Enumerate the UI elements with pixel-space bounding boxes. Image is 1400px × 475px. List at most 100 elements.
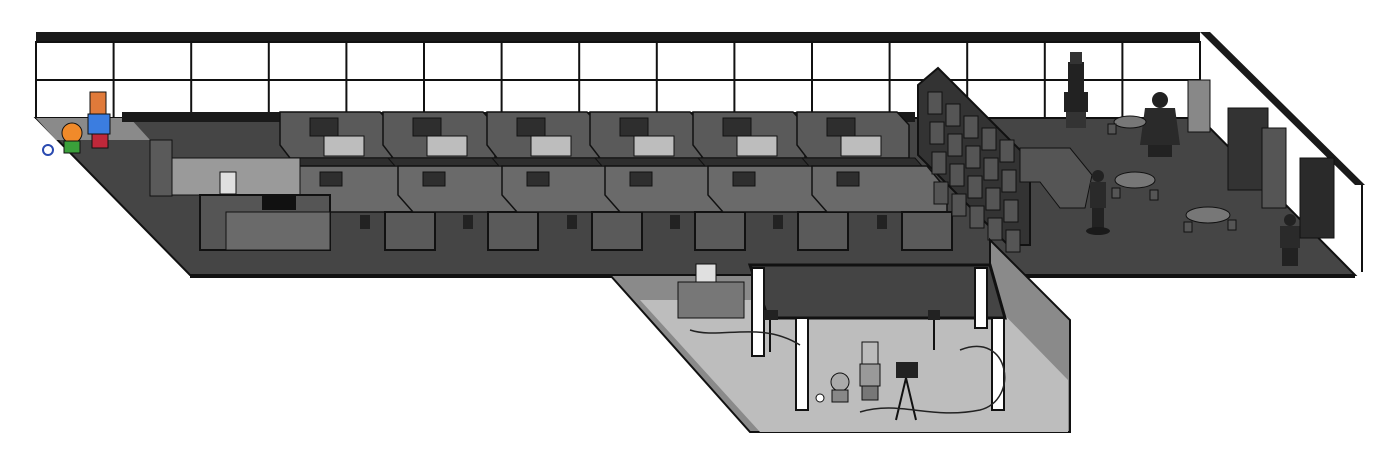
studio-adult bbox=[859, 341, 881, 401]
shelf-cell bbox=[981, 127, 997, 151]
studio-kid bbox=[830, 372, 850, 403]
wall-screen bbox=[1299, 157, 1335, 239]
round-table bbox=[1114, 171, 1156, 189]
chair-icon bbox=[670, 215, 680, 229]
monitor-icon bbox=[412, 117, 442, 137]
desk-front-panel bbox=[694, 211, 746, 251]
vending-machine bbox=[1261, 127, 1287, 209]
chair-icon bbox=[463, 215, 473, 229]
shelf-cell bbox=[945, 103, 961, 127]
soccer-ball-icon bbox=[815, 393, 825, 403]
desk-block bbox=[589, 111, 746, 251]
shelf-cell bbox=[965, 145, 981, 169]
truss-legs bbox=[751, 267, 1005, 411]
cubicle-partition bbox=[149, 139, 173, 197]
shelf-cell bbox=[929, 121, 945, 145]
desk-front-unit bbox=[811, 165, 948, 213]
desk-divider bbox=[490, 157, 614, 167]
monitor-icon bbox=[732, 171, 756, 187]
studio-truss-top bbox=[747, 263, 1007, 320]
chair-icon bbox=[1107, 123, 1237, 233]
right-end-wall bbox=[1200, 32, 1365, 185]
desk-surface bbox=[633, 135, 675, 157]
arcade-corner bbox=[1187, 79, 1335, 239]
shelf-cell bbox=[1001, 169, 1017, 193]
shelf-cell bbox=[985, 187, 1001, 211]
desk-surface bbox=[736, 135, 778, 157]
adult-character bbox=[87, 91, 111, 149]
monitor-icon bbox=[319, 171, 343, 187]
desk-divider bbox=[696, 157, 820, 167]
round-table bbox=[1185, 206, 1231, 224]
shelf-cell bbox=[933, 181, 949, 205]
shelf-cell bbox=[983, 157, 999, 181]
studio-floor-light bbox=[640, 300, 1068, 432]
shelf-cell bbox=[987, 217, 1003, 241]
samurai-statue-icon bbox=[1140, 92, 1180, 157]
meeting-wall bbox=[917, 66, 1031, 253]
chair-icon bbox=[567, 215, 577, 229]
monitor-icon bbox=[722, 117, 752, 137]
characters-left bbox=[42, 91, 111, 156]
monitor-icon bbox=[422, 171, 446, 187]
wall-top-beam bbox=[36, 32, 1200, 42]
shelf-cell bbox=[963, 115, 979, 139]
desk-front-panel bbox=[487, 211, 539, 251]
shelf-cell bbox=[949, 163, 965, 187]
window-mullions bbox=[35, 42, 1201, 118]
arcade-cabinet bbox=[1187, 79, 1211, 133]
monitor-icon bbox=[262, 196, 296, 210]
desk-block bbox=[382, 111, 539, 251]
shelf-cell bbox=[1005, 229, 1021, 253]
robot-statue-icon bbox=[1064, 52, 1088, 128]
shelf-cell bbox=[967, 175, 983, 199]
monitor-icon bbox=[629, 171, 653, 187]
cubicle-desk bbox=[225, 211, 331, 251]
shelf-grid bbox=[927, 91, 1021, 253]
guard-figure bbox=[1280, 214, 1300, 266]
monitor-icon bbox=[619, 117, 649, 137]
desk-front-panel bbox=[591, 211, 643, 251]
shelf-cell bbox=[927, 91, 943, 115]
studio-cables bbox=[689, 329, 1006, 414]
desk-surface bbox=[323, 135, 365, 157]
desk-surface bbox=[530, 135, 572, 157]
shelf-cell bbox=[947, 133, 963, 157]
monitor-icon bbox=[695, 263, 717, 283]
monitor-icon bbox=[836, 171, 860, 187]
desk-surface bbox=[426, 135, 468, 157]
desk-front-panel bbox=[901, 211, 953, 251]
round-table bbox=[1113, 115, 1147, 129]
monitor-icon bbox=[826, 117, 856, 137]
shelf-cell bbox=[969, 205, 985, 229]
desk-divider bbox=[283, 157, 407, 167]
shelf-cell bbox=[999, 139, 1015, 163]
monitor-icon bbox=[526, 171, 550, 187]
desk-front-panel bbox=[797, 211, 849, 251]
desk-front-panel bbox=[384, 211, 436, 251]
chair-icon bbox=[773, 215, 783, 229]
desk-block bbox=[796, 111, 953, 251]
chair-icon bbox=[360, 215, 370, 229]
monitor-icon bbox=[516, 117, 546, 137]
shelf-cell bbox=[931, 151, 947, 175]
monitor-icon bbox=[309, 117, 339, 137]
chair-icon bbox=[877, 215, 887, 229]
window-wall bbox=[35, 32, 1365, 185]
shelf-cell bbox=[1003, 199, 1019, 223]
kid-character bbox=[61, 122, 83, 154]
desk-block bbox=[486, 111, 643, 251]
video-studio bbox=[607, 237, 1071, 433]
desk-surface bbox=[840, 135, 882, 157]
corner-cubicle bbox=[149, 139, 331, 251]
lounge bbox=[1019, 52, 1300, 266]
standing-figure bbox=[1086, 170, 1110, 235]
vending-machine bbox=[1227, 107, 1269, 191]
editing-desk bbox=[677, 281, 745, 319]
camera-tripod-icon bbox=[895, 362, 918, 421]
soccer-ball-icon bbox=[42, 144, 54, 156]
lamp-icon bbox=[764, 310, 940, 352]
desk-divider bbox=[800, 157, 924, 167]
desk-divider bbox=[593, 157, 717, 167]
